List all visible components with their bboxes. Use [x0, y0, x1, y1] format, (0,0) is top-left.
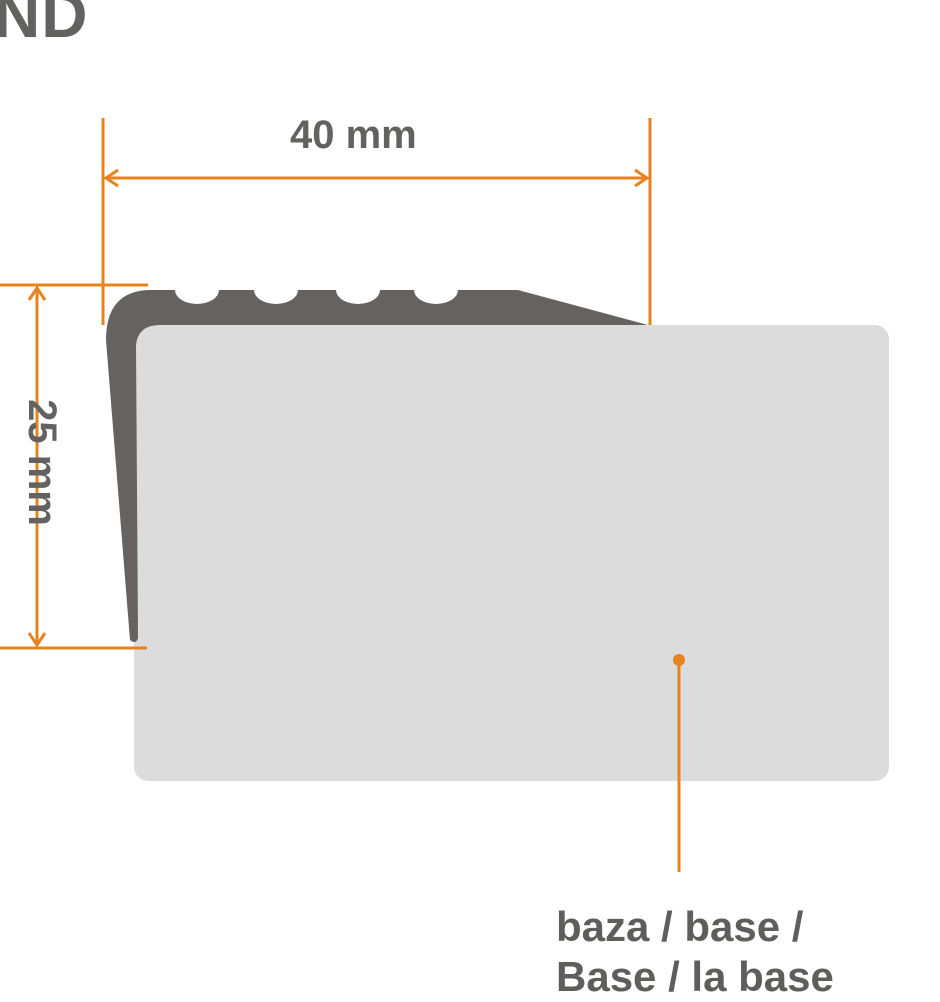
width-dimension: [0, 118, 652, 325]
callout-line-1: baza / base /: [556, 903, 804, 950]
height-dimension: [0, 285, 147, 650]
base-block: [134, 325, 889, 781]
base-callout-leader: [673, 654, 685, 872]
callout-line-2: Base / la base: [556, 953, 834, 1000]
height-dimension-label: 25 mm: [19, 399, 64, 526]
title-fragment: ND: [0, 0, 89, 51]
width-dimension-label: 40 mm: [290, 113, 417, 157]
base-callout-label: baza / base / Base / la base: [556, 902, 834, 1002]
